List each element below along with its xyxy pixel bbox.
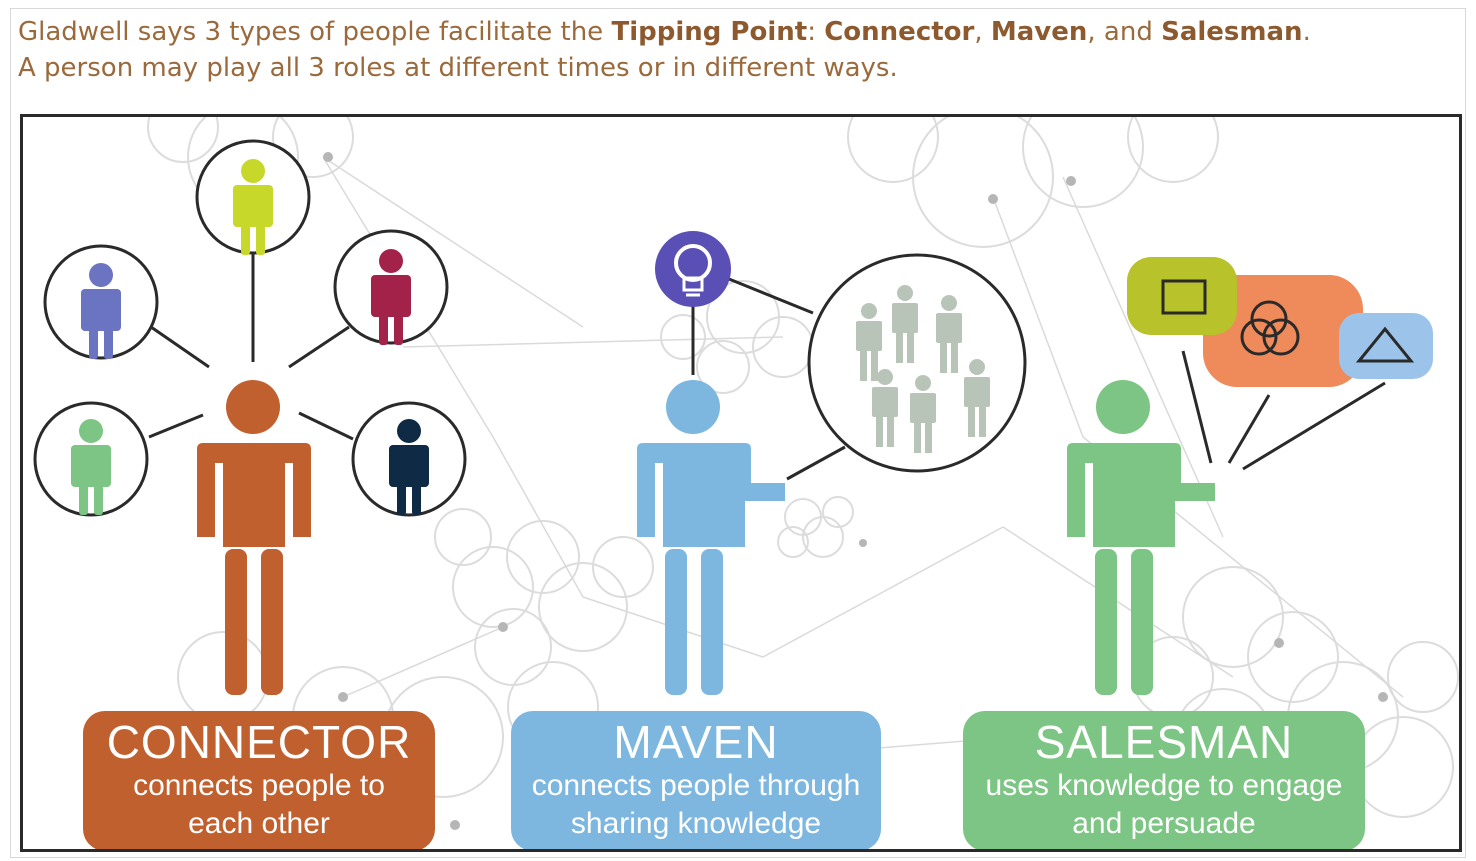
concept-bubble-olive <box>1127 257 1237 335</box>
diagram-frame: CONNECTOR connects people to each other … <box>20 114 1462 852</box>
maven-label-box: MAVEN connects people through sharing kn… <box>511 711 881 849</box>
page-frame <box>10 8 1466 858</box>
contact-green <box>33 401 149 517</box>
salesman-title: SALESMAN <box>1034 716 1294 768</box>
salesman-figure <box>1067 380 1215 695</box>
contact-navy <box>351 401 467 517</box>
maven-links <box>691 277 846 481</box>
salesman-links <box>1181 350 1386 471</box>
connector-title: CONNECTOR <box>106 716 412 768</box>
intro-text-part: . <box>1302 17 1311 47</box>
connector-desc-line-1: connects people to <box>133 769 385 802</box>
intro-line-2: A person may play all 3 roles at differe… <box>18 53 898 83</box>
contact-purple <box>43 244 159 360</box>
salesman-desc-line-2: and persuade <box>1072 807 1256 840</box>
maven-desc-line-1: connects people through <box>531 769 861 802</box>
maven-figure <box>637 380 785 695</box>
background-nodes <box>323 152 1388 830</box>
contact-crimson <box>333 229 449 345</box>
connector-figure <box>197 380 311 695</box>
intro-text-part: : <box>807 17 825 47</box>
connector-label-box: CONNECTOR connects people to each other <box>83 711 435 849</box>
salesman-desc-line-1: uses knowledge to engage <box>985 769 1343 802</box>
intro-text-part: , and <box>1087 17 1162 47</box>
intro-text-part: , <box>974 17 991 47</box>
intro-text: Gladwell says 3 types of people facilita… <box>18 14 1458 86</box>
intro-line-1: Gladwell says 3 types of people facilita… <box>18 14 1458 50</box>
connector-desc-line-2: each other <box>188 807 330 840</box>
maven-title: MAVEN <box>613 716 779 768</box>
connector-links <box>148 252 354 441</box>
concept-bubble-orange <box>1203 275 1363 387</box>
background-links <box>322 156 1404 768</box>
tipping-point-term: Tipping Point <box>611 17 808 47</box>
maven-desc-line-2: sharing knowledge <box>570 807 822 840</box>
concept-bubble-blue <box>1339 313 1433 379</box>
salesman-label-box: SALESMAN uses knowledge to engage and pe… <box>963 711 1365 849</box>
connector-term: Connector <box>824 17 975 47</box>
contact-yellow <box>195 139 311 255</box>
crowd-circle <box>807 253 1027 473</box>
intro-text-part: Gladwell says 3 types of people facilita… <box>18 17 612 47</box>
maven-term: Maven <box>990 17 1088 47</box>
salesman-term: Salesman <box>1161 17 1303 47</box>
lightbulb-icon <box>655 231 731 307</box>
